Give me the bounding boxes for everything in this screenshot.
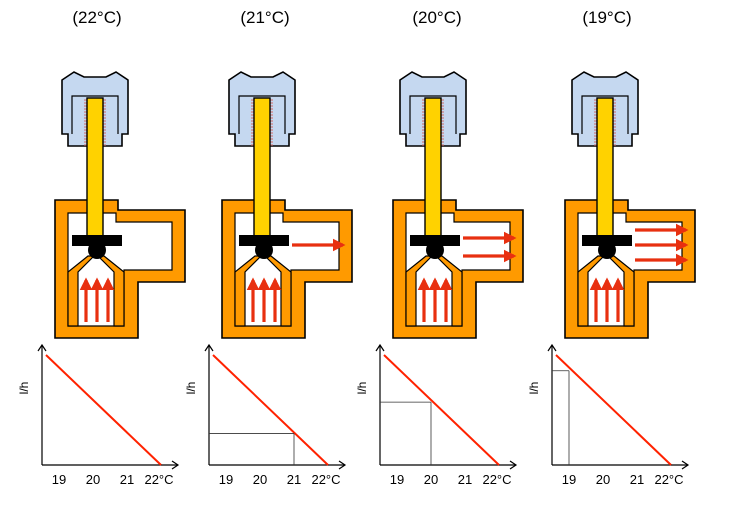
x-tick-label: 19: [219, 472, 233, 487]
flow-graph-21: 19 20 21 22°C l/h: [184, 343, 347, 487]
valve-panel-21: 19 20 21 22°C l/h: [184, 71, 353, 487]
panel-title-20: (20°C): [412, 8, 462, 27]
flow-graph-20: 19 20 21 22°C l/h: [355, 343, 518, 487]
x-tick-label: 20: [596, 472, 610, 487]
y-axis-label: l/h: [17, 382, 31, 395]
flow-characteristic-line: [45, 354, 162, 466]
valve-disc: [410, 235, 460, 246]
x-tick-label: 20: [86, 472, 100, 487]
head-cavity: [581, 95, 629, 134]
x-tick-label: 20: [424, 472, 438, 487]
x-tick-label: 22°C: [144, 472, 173, 487]
y-arrowhead: [204, 343, 214, 352]
x-tick-label: 19: [390, 472, 404, 487]
x-arrowhead: [338, 460, 347, 470]
panel-title-22: (22°C): [72, 8, 122, 27]
flow-characteristic-line: [555, 354, 672, 466]
y-axis-label: l/h: [184, 382, 198, 395]
x-tick-label: 22°C: [654, 472, 683, 487]
x-tick-label: 22°C: [311, 472, 340, 487]
valve-disc: [72, 235, 122, 246]
x-tick-label: 21: [287, 472, 301, 487]
x-tick-label: 19: [562, 472, 576, 487]
y-arrowhead: [37, 343, 47, 352]
flow-characteristic-line: [212, 354, 329, 466]
valve-disc: [239, 235, 289, 246]
valve-disc: [582, 235, 632, 246]
y-arrowhead: [547, 343, 557, 352]
y-arrowhead: [375, 343, 385, 352]
x-tick-label: 19: [52, 472, 66, 487]
flow-characteristic-line: [383, 354, 500, 466]
y-axis-label: l/h: [527, 382, 541, 395]
valve-ball: [598, 241, 616, 259]
valve-panel-20: 19 20 21 22°C l/h: [355, 71, 524, 487]
x-arrowhead: [171, 460, 180, 470]
panel-title-19: (19°C): [582, 8, 632, 27]
flow-graph-19: 19 20 21 22°C l/h: [527, 343, 690, 487]
head-cavity: [71, 95, 119, 134]
x-arrowhead: [681, 460, 690, 470]
panel-title-21: (21°C): [240, 8, 290, 27]
flow-graph-22: 19 20 21 22°C l/h: [17, 343, 180, 487]
valve-ball: [255, 241, 273, 259]
valve-panel-19: 19 20 21 22°C l/h: [527, 71, 696, 487]
valve-ball: [88, 241, 106, 259]
head-cavity: [238, 95, 286, 134]
x-tick-label: 20: [253, 472, 267, 487]
x-tick-label: 21: [120, 472, 134, 487]
valve-ball: [426, 241, 444, 259]
x-arrowhead: [509, 460, 518, 470]
valve-stem: [253, 97, 271, 239]
valve-stem: [424, 97, 442, 239]
valve-stem: [596, 97, 614, 239]
valve-stem: [86, 97, 104, 239]
valve-panel-22: 19 20 21 22°C l/h: [17, 71, 186, 487]
x-tick-label: 21: [630, 472, 644, 487]
x-tick-label: 21: [458, 472, 472, 487]
y-axis-label: l/h: [355, 382, 369, 395]
head-cavity: [409, 95, 457, 134]
x-tick-label: 22°C: [482, 472, 511, 487]
